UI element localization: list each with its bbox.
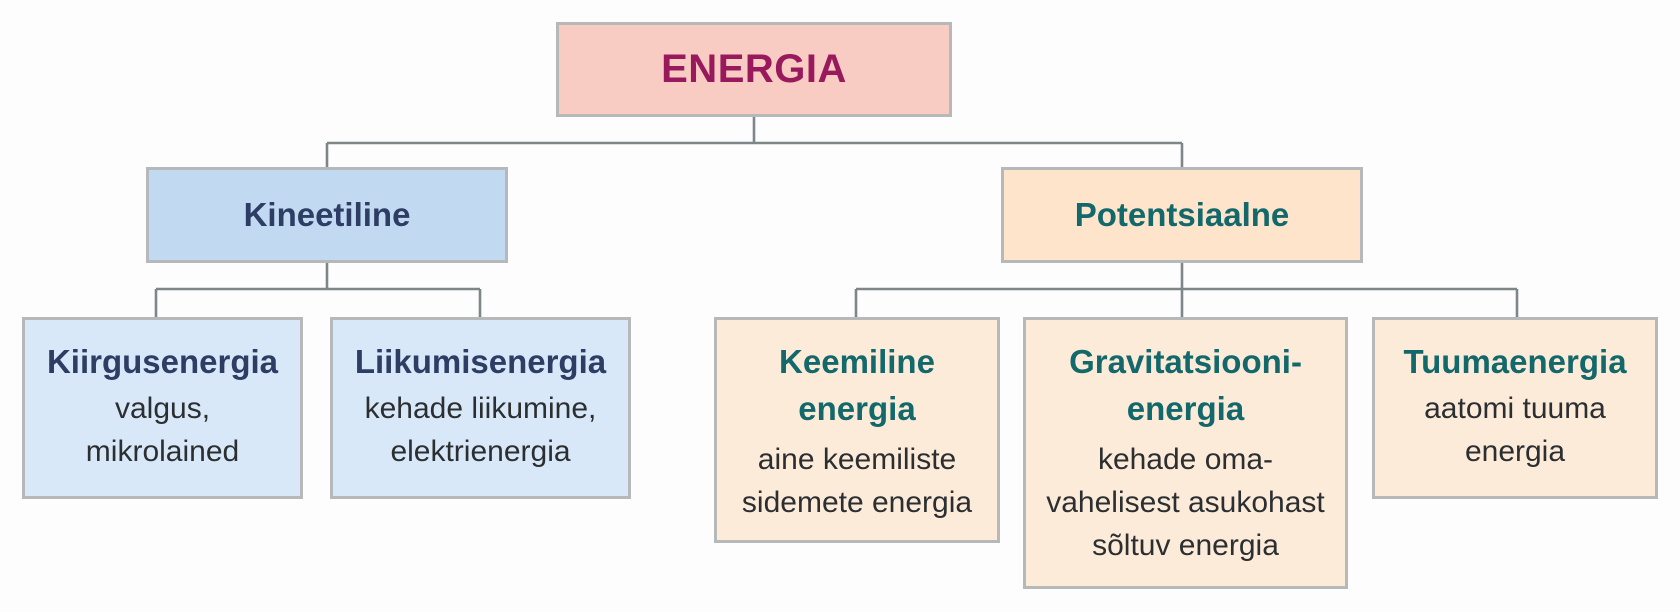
- leaf-description: aine keemiliste sidemete energia: [742, 438, 972, 524]
- leaf-description-line: sidemete energia: [741, 486, 973, 519]
- leaf-description: aatomi tuuma energia: [1424, 387, 1606, 473]
- root-label: ENERGIA: [661, 47, 847, 91]
- leaf-description-line: kehade liikumine,: [364, 392, 597, 425]
- leaf-title-line: energia: [798, 390, 916, 427]
- leaf-description-line: vahelisest asukohast: [1046, 486, 1325, 519]
- leaf-node-kiirgusenergia: Kiirgusenergia valgus, mikrolained: [22, 317, 303, 499]
- leaf-node-gravitatsioonienergia: Gravitatsiooni- energia kehade oma- vahe…: [1023, 317, 1348, 589]
- leaf-description-line: aatomi tuuma: [1424, 392, 1606, 425]
- leaf-description-line: valgus,: [114, 392, 211, 425]
- leaf-node-keemiline-energia: Keemiline energia aine keemiliste sideme…: [714, 317, 1000, 543]
- leaf-title-line: energia: [1126, 390, 1245, 427]
- leaf-description: kehade liikumine, elektrienergia: [365, 387, 597, 473]
- leaf-title-line: Kiirgusenergia: [46, 343, 279, 380]
- leaf-title-line: Tuumaenergia: [1403, 343, 1627, 380]
- leaf-description-line: aine keemiliste: [757, 443, 957, 476]
- leaf-description-line: elektrienergia: [390, 435, 571, 468]
- leaf-title: Tuumaenergia: [1403, 338, 1626, 385]
- leaf-title: Keemiline energia: [779, 338, 935, 432]
- leaf-title-line: Keemiline: [779, 343, 935, 380]
- leaf-description: valgus, mikrolained: [86, 387, 239, 473]
- leaf-title: Kiirgusenergia: [47, 338, 278, 385]
- category-node-kinetic: Kineetiline: [146, 167, 508, 263]
- category-label-potential: Potentsiaalne: [1074, 196, 1290, 233]
- category-node-potential: Potentsiaalne: [1001, 167, 1363, 263]
- leaf-title: Liikumisenergia: [355, 338, 606, 385]
- leaf-description: kehade oma- vahelisest asukohast sõltuv …: [1046, 438, 1325, 567]
- leaf-description-line: kehade oma-: [1097, 443, 1274, 476]
- leaf-description-line: mikrolained: [85, 435, 240, 468]
- category-label-kinetic: Kineetiline: [243, 196, 411, 233]
- leaf-title-line: Gravitatsiooni-: [1069, 343, 1302, 380]
- leaf-title-line: Liikumisenergia: [354, 343, 607, 380]
- leaf-node-tuumaenergia: Tuumaenergia aatomi tuuma energia: [1372, 317, 1658, 499]
- leaf-title: Gravitatsiooni- energia: [1069, 338, 1302, 432]
- leaf-node-liikumisenergia: Liikumisenergia kehade liikumine, elektr…: [330, 317, 631, 499]
- root-node-energia: ENERGIA: [556, 22, 952, 117]
- leaf-description-line: energia: [1464, 435, 1566, 468]
- leaf-description-line: sõltuv energia: [1092, 529, 1279, 562]
